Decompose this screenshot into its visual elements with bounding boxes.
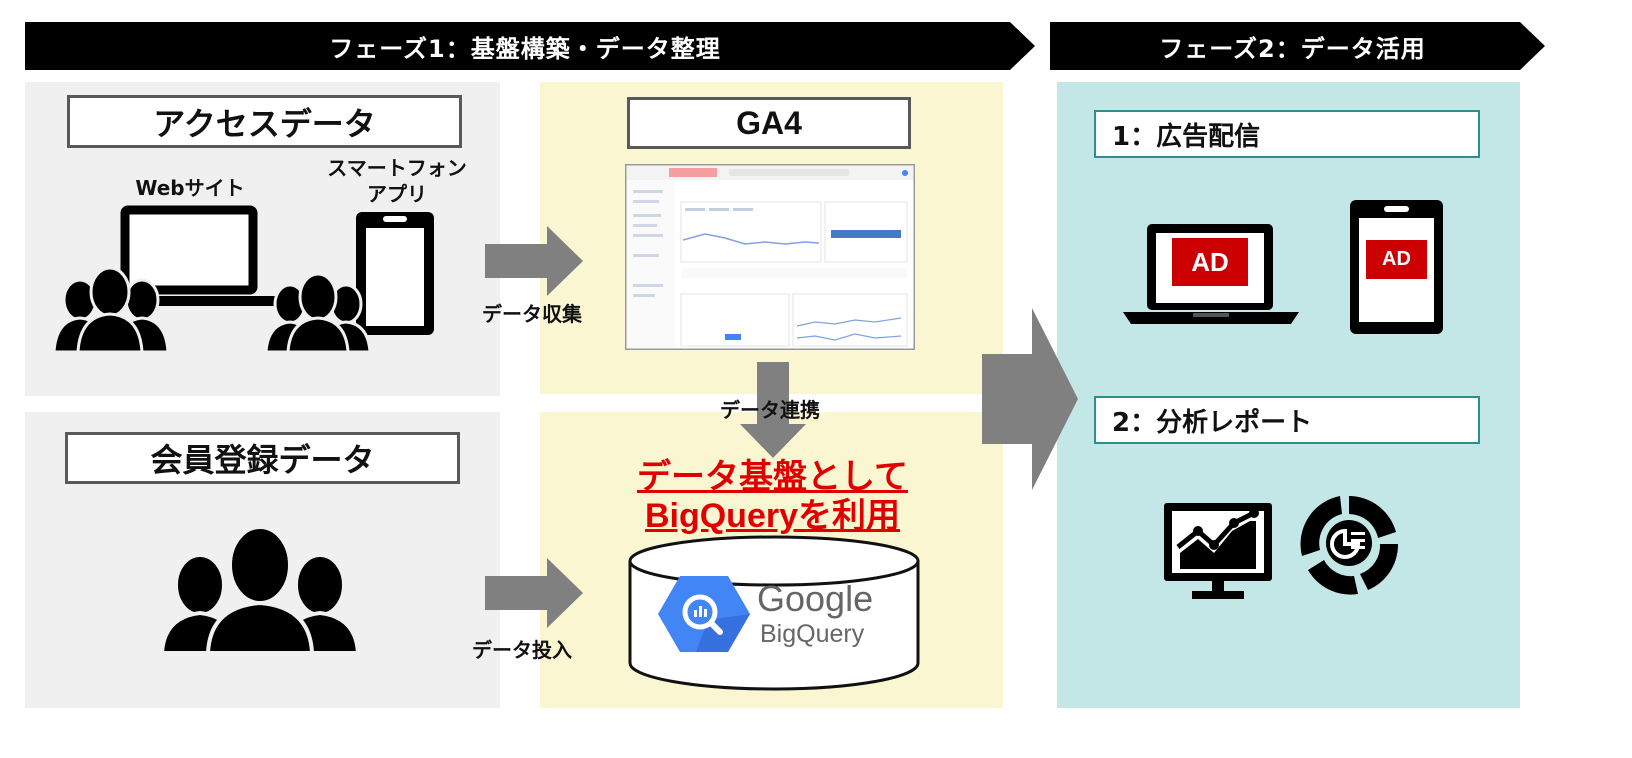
phase1-title: フェーズ1：基盤構築・データ整理	[329, 34, 721, 63]
google-wordmark: Google	[757, 578, 874, 619]
utilization-panel	[1057, 82, 1520, 708]
phase1-banner-shape	[25, 22, 1035, 70]
collect-arrow	[485, 226, 583, 296]
people-group-icon	[52, 266, 170, 354]
input-label: データ投入	[472, 638, 572, 662]
people-group-icon	[264, 272, 372, 354]
smartphone-icon	[356, 212, 434, 335]
member-data-title: 会員登録データ	[65, 432, 460, 484]
members-group-icon	[160, 525, 360, 655]
phase2-title: フェーズ2：データ活用	[1159, 34, 1426, 63]
ga4-dashboard-screenshot	[625, 164, 915, 350]
analysis-report-title: 2：分析レポート	[1094, 396, 1480, 444]
access-data-title: アクセスデータ	[67, 95, 462, 148]
app-label-line1: スマートフォン	[327, 156, 467, 180]
bigquery-logo-icon	[658, 576, 750, 652]
website-label: Webサイト	[135, 176, 245, 200]
ad-delivery-title: 1：広告配信	[1094, 110, 1480, 158]
ga4-title: GA4	[627, 97, 911, 149]
phase2-banner: フェーズ2：データ活用	[1050, 22, 1545, 70]
access-devices-illustration	[52, 205, 434, 354]
phase2-banner-shape	[1050, 22, 1545, 70]
collect-label: データ収集	[482, 302, 582, 326]
bigquery-wordmark: BigQuery	[760, 620, 865, 648]
bigquery-highlight-line1: データ基盤として	[637, 457, 908, 497]
app-label-line2: アプリ	[367, 182, 427, 206]
desktop-monitor-icon	[120, 205, 325, 306]
input-arrow	[485, 558, 583, 628]
link-label: データ連携	[720, 398, 820, 422]
bigquery-highlight-line2: BigQueryを利用	[644, 497, 901, 535]
pie-report-icon	[1300, 496, 1399, 595]
analytics-monitor-icon	[1164, 503, 1272, 599]
phase1-banner: フェーズ1：基盤構築・データ整理	[25, 22, 1035, 70]
phase-transition-arrow	[982, 308, 1078, 490]
ad-banner-laptop: AD	[1172, 238, 1248, 286]
ad-banner-phone: AD	[1366, 240, 1427, 279]
link-arrow	[740, 362, 806, 458]
